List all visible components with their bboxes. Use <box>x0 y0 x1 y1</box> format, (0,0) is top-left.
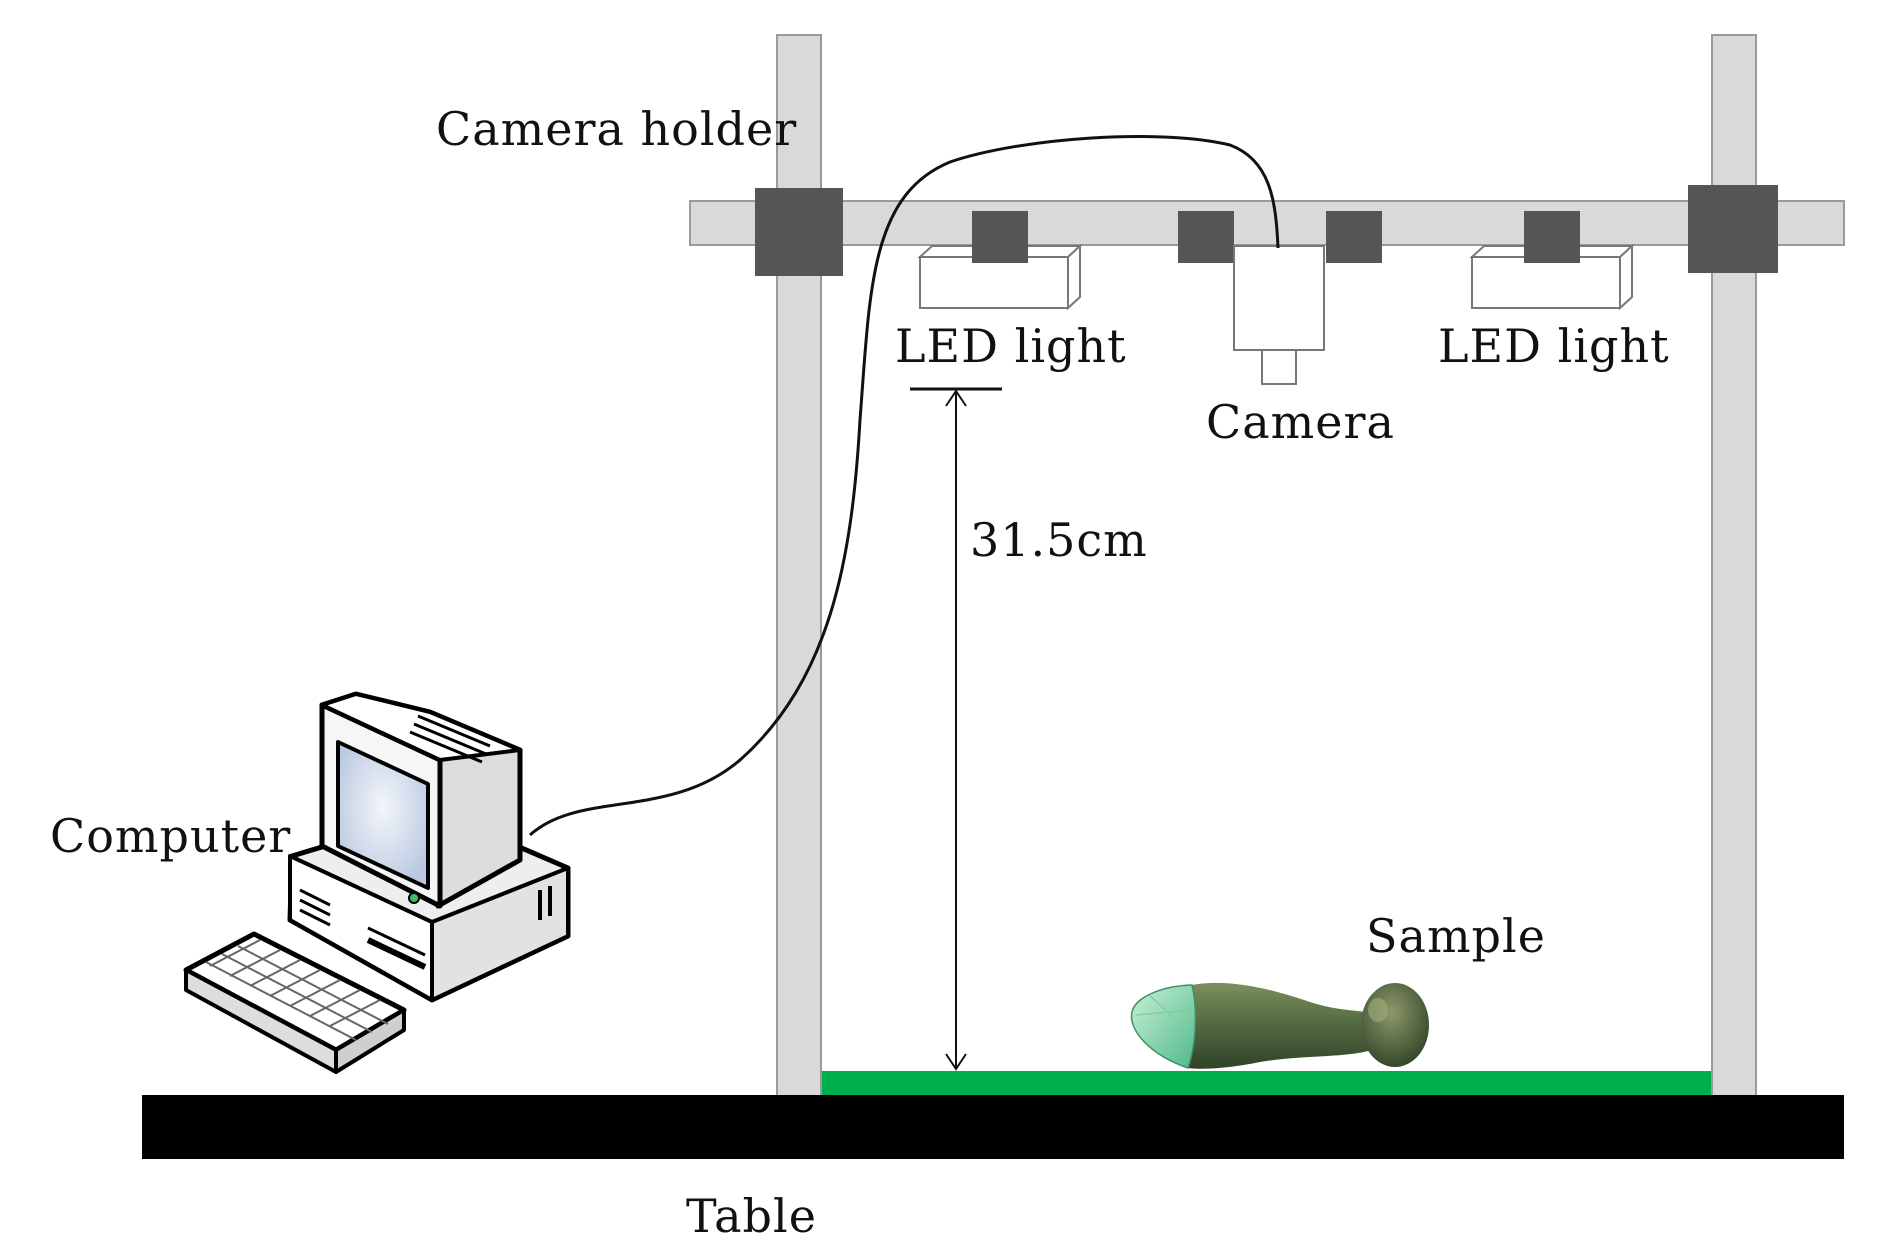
left-clamp <box>755 188 843 276</box>
distance-marker <box>910 387 1002 1071</box>
computer-icon <box>287 691 571 1003</box>
crossbar <box>689 200 1845 246</box>
keyboard-icon <box>183 931 407 1074</box>
table-surface <box>142 1095 1844 1159</box>
sample-platform <box>822 1071 1711 1095</box>
distance-label: 31.5cm <box>970 513 1148 567</box>
led-light-icon <box>1469 211 1635 311</box>
led-light-right-label: LED light <box>1438 319 1670 373</box>
usb-cable <box>528 135 1280 837</box>
led-light-left-label: LED light <box>895 319 1127 373</box>
camera-holder-label: Camera holder <box>436 102 797 156</box>
sample-label: Sample <box>1366 909 1546 963</box>
camera-label: Camera <box>1206 395 1395 449</box>
table-label: Table <box>686 1189 817 1238</box>
camera-icon <box>1178 211 1382 385</box>
right-clamp <box>1688 185 1778 273</box>
sample-specimen-icon <box>1130 982 1429 1069</box>
led-light-icon <box>917 211 1083 311</box>
computer-label: Computer <box>50 809 291 863</box>
